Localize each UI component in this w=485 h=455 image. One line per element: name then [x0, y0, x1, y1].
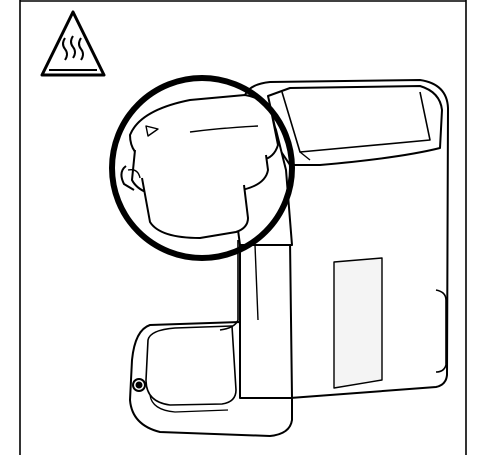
- lid-callout-circle: [109, 75, 295, 261]
- hot-surface-warning-icon: [40, 10, 106, 77]
- coffee-maker-body: [129, 79, 449, 437]
- figure-border: [19, 0, 467, 455]
- brew-head-lid: [120, 94, 279, 239]
